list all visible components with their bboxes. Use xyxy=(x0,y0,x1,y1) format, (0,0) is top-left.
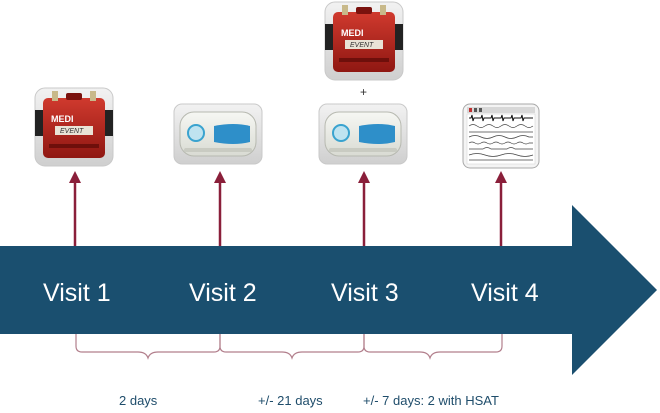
interval-brace-1 xyxy=(75,334,221,360)
red-event-monitor-icon: MEDI EVENT xyxy=(34,87,114,167)
visit-label-3: Visit 3 xyxy=(331,279,399,307)
visit-connectors xyxy=(69,171,507,246)
visit-label-1: Visit 1 xyxy=(43,279,111,307)
red-event-monitor-icon: MEDI EVENT xyxy=(324,1,404,81)
device-brand-text: MEDI xyxy=(341,28,364,38)
white-sleep-device-icon xyxy=(318,103,408,165)
sleep-study-recording-icon xyxy=(462,103,540,169)
device-brand-text: MEDI xyxy=(51,114,74,124)
interval-brace-3 xyxy=(363,334,503,360)
connector-arrowhead-visit-1 xyxy=(69,171,81,183)
white-sleep-device-icon xyxy=(173,103,263,165)
connector-arrowhead-visit-3 xyxy=(358,171,370,183)
device-event-text: EVENT xyxy=(60,128,84,135)
interval-label-2: +/- 21 days xyxy=(258,393,323,408)
interval-braces xyxy=(75,334,503,360)
connector-arrowhead-visit-2 xyxy=(214,171,226,183)
plus-sign: + xyxy=(360,85,367,99)
interval-label-1: 2 days xyxy=(119,393,158,408)
connector-arrowhead-visit-4 xyxy=(495,171,507,183)
device-event-text: EVENT xyxy=(350,42,374,49)
timeline-arrow xyxy=(0,205,657,375)
visit-label-2: Visit 2 xyxy=(189,279,257,307)
interval-label-3: +/- 7 days: 2 with HSAT xyxy=(363,393,499,408)
visit-label-4: Visit 4 xyxy=(471,279,539,307)
interval-brace-2 xyxy=(219,334,365,360)
